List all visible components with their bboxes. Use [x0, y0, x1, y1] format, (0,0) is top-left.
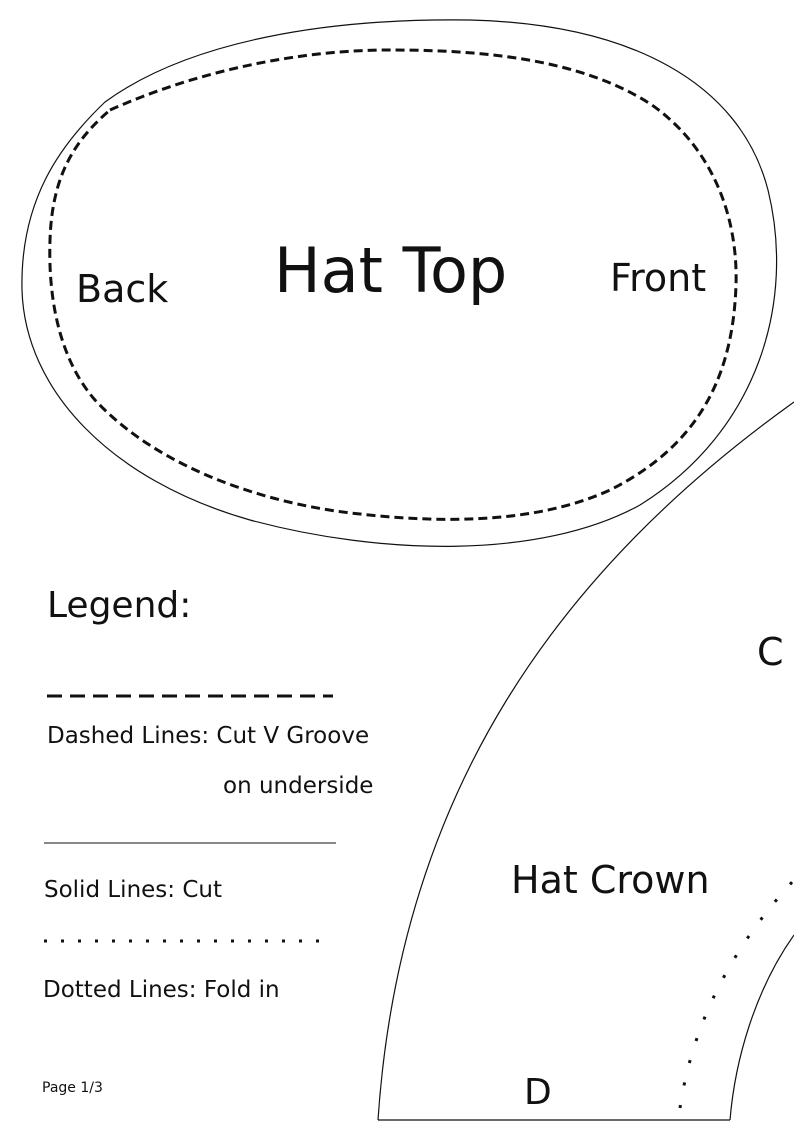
hat-crown-corner-c: C	[757, 630, 784, 674]
hat-top-back-label: Back	[76, 267, 169, 311]
hat-top-outer-cut-line	[21, 19, 778, 547]
hat-crown-title: Hat Crown	[511, 858, 710, 902]
hat-crown-inner-cut-line	[729, 934, 794, 1121]
legend-dashed-label: Dashed Lines: Cut V Groove	[47, 723, 370, 749]
hat-top-front-label: Front	[610, 256, 707, 300]
hat-top-title: Hat Top	[274, 234, 508, 307]
hat-crown-corner-d: D	[524, 1072, 552, 1113]
legend-heading: Legend:	[47, 585, 192, 626]
legend-dashed-label-continued: on underside	[223, 773, 374, 799]
page-number: Page 1/3	[42, 1080, 103, 1096]
legend-dotted-label: Dotted Lines: Fold in	[43, 977, 280, 1003]
hat-crown-outer-cut-line	[377, 401, 794, 1121]
legend-solid-label: Solid Lines: Cut	[44, 877, 222, 903]
hat-top-inner-dashed-line	[48, 48, 738, 521]
